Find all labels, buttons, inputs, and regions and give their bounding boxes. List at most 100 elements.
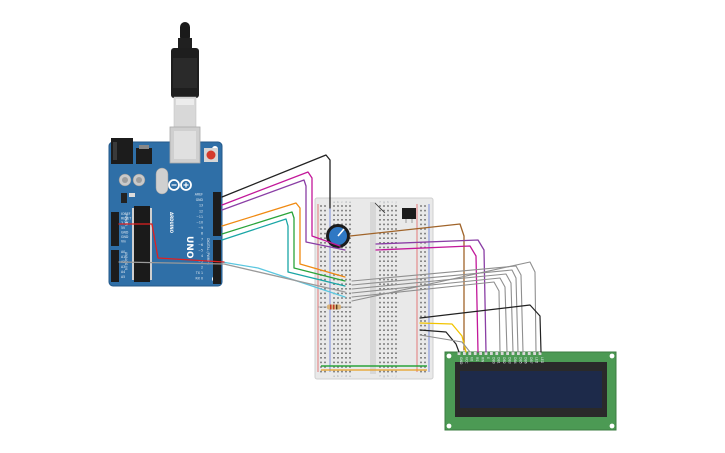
breadboard-hole[interactable] — [379, 361, 381, 364]
breadboard-hole[interactable] — [420, 370, 422, 373]
breadboard-hole[interactable] — [391, 357, 393, 359]
breadboard-hole[interactable] — [333, 334, 335, 336]
breadboard-hole[interactable] — [420, 283, 422, 285]
breadboard-hole[interactable] — [391, 246, 393, 249]
breadboard-hole[interactable] — [420, 269, 422, 272]
breadboard-hole[interactable] — [420, 352, 422, 354]
breadboard-hole[interactable] — [395, 357, 397, 359]
breadboard-hole[interactable] — [383, 265, 385, 267]
lcd-pin[interactable] — [517, 352, 520, 355]
breadboard-hole[interactable] — [320, 260, 322, 262]
breadboard-hole[interactable] — [383, 306, 385, 308]
breadboard-hole[interactable] — [333, 223, 335, 226]
breadboard-hole[interactable] — [349, 338, 351, 341]
breadboard-hole[interactable] — [383, 223, 385, 226]
breadboard-hole[interactable] — [337, 352, 339, 354]
breadboard-hole[interactable] — [333, 370, 335, 373]
breadboard-hole[interactable] — [387, 278, 389, 281]
breadboard-hole[interactable] — [383, 297, 385, 299]
breadboard-hole[interactable] — [420, 228, 422, 230]
breadboard-hole[interactable] — [391, 251, 393, 253]
breadboard-hole[interactable] — [387, 370, 389, 373]
breadboard-hole[interactable] — [420, 301, 422, 304]
breadboard-hole[interactable] — [420, 297, 422, 299]
breadboard-hole[interactable] — [383, 278, 385, 281]
breadboard-hole[interactable] — [333, 205, 335, 207]
breadboard-hole[interactable] — [337, 251, 339, 253]
breadboard-hole[interactable] — [345, 209, 347, 212]
breadboard-hole[interactable] — [395, 237, 397, 239]
breadboard-hole[interactable] — [333, 209, 335, 212]
lcd-pin[interactable] — [468, 352, 472, 355]
breadboard-hole[interactable] — [333, 347, 335, 350]
breadboard-hole[interactable] — [379, 343, 381, 345]
breadboard-hole[interactable] — [349, 269, 351, 272]
breadboard-hole[interactable] — [337, 329, 339, 331]
breadboard-hole[interactable] — [391, 347, 393, 350]
breadboard-hole[interactable] — [391, 343, 393, 345]
breadboard-hole[interactable] — [345, 219, 347, 221]
breadboard-hole[interactable] — [383, 255, 385, 258]
breadboard-hole[interactable] — [387, 352, 389, 354]
breadboard-hole[interactable] — [395, 205, 397, 207]
breadboard-hole[interactable] — [391, 214, 393, 216]
sensor-component[interactable] — [402, 208, 416, 223]
potentiometer[interactable] — [326, 224, 350, 248]
breadboard-hole[interactable] — [424, 260, 426, 262]
breadboard-hole[interactable] — [349, 347, 351, 350]
breadboard-hole[interactable] — [387, 361, 389, 364]
breadboard-hole[interactable] — [420, 237, 422, 239]
breadboard-hole[interactable] — [324, 242, 326, 244]
breadboard-hole[interactable] — [424, 334, 426, 336]
breadboard-hole[interactable] — [341, 255, 343, 258]
breadboard-hole[interactable] — [391, 209, 393, 212]
breadboard-hole[interactable] — [391, 338, 393, 341]
breadboard-hole[interactable] — [324, 269, 326, 272]
breadboard-hole[interactable] — [395, 334, 397, 336]
breadboard-hole[interactable] — [320, 205, 322, 207]
breadboard-hole[interactable] — [391, 278, 393, 281]
breadboard-hole[interactable] — [337, 209, 339, 212]
breadboard-hole[interactable] — [341, 338, 343, 341]
breadboard-hole[interactable] — [349, 214, 351, 216]
breadboard-hole[interactable] — [337, 288, 339, 290]
breadboard-hole[interactable] — [387, 366, 389, 368]
breadboard-hole[interactable] — [424, 209, 426, 212]
breadboard-hole[interactable] — [420, 320, 422, 322]
breadboard-hole[interactable] — [391, 219, 393, 221]
breadboard-hole[interactable] — [379, 352, 381, 354]
breadboard-hole[interactable] — [424, 283, 426, 285]
breadboard-hole[interactable] — [383, 311, 385, 313]
breadboard-hole[interactable] — [395, 269, 397, 272]
breadboard-hole[interactable] — [341, 274, 343, 276]
breadboard-hole[interactable] — [345, 361, 347, 364]
breadboard-hole[interactable] — [391, 301, 393, 304]
breadboard-hole[interactable] — [337, 370, 339, 373]
power-header[interactable] — [111, 212, 119, 246]
breadboard-hole[interactable] — [324, 370, 326, 373]
breadboard-hole[interactable] — [333, 278, 335, 281]
breadboard-hole[interactable] — [341, 214, 343, 216]
breadboard-hole[interactable] — [333, 366, 335, 368]
breadboard-hole[interactable] — [395, 209, 397, 212]
breadboard-hole[interactable] — [333, 361, 335, 364]
breadboard-hole[interactable] — [345, 278, 347, 281]
breadboard-hole[interactable] — [424, 366, 426, 368]
breadboard-hole[interactable] — [383, 370, 385, 373]
breadboard-hole[interactable] — [379, 315, 381, 318]
breadboard-hole[interactable] — [337, 269, 339, 272]
breadboard-hole[interactable] — [387, 274, 389, 276]
breadboard-hole[interactable] — [395, 255, 397, 258]
breadboard-hole[interactable] — [424, 357, 426, 359]
breadboard-hole[interactable] — [383, 347, 385, 350]
breadboard-hole[interactable] — [324, 228, 326, 230]
breadboard-hole[interactable] — [333, 315, 335, 318]
breadboard-hole[interactable] — [424, 265, 426, 267]
breadboard-hole[interactable] — [345, 324, 347, 327]
breadboard-hole[interactable] — [420, 357, 422, 359]
breadboard-hole[interactable] — [349, 357, 351, 359]
breadboard-hole[interactable] — [383, 324, 385, 327]
